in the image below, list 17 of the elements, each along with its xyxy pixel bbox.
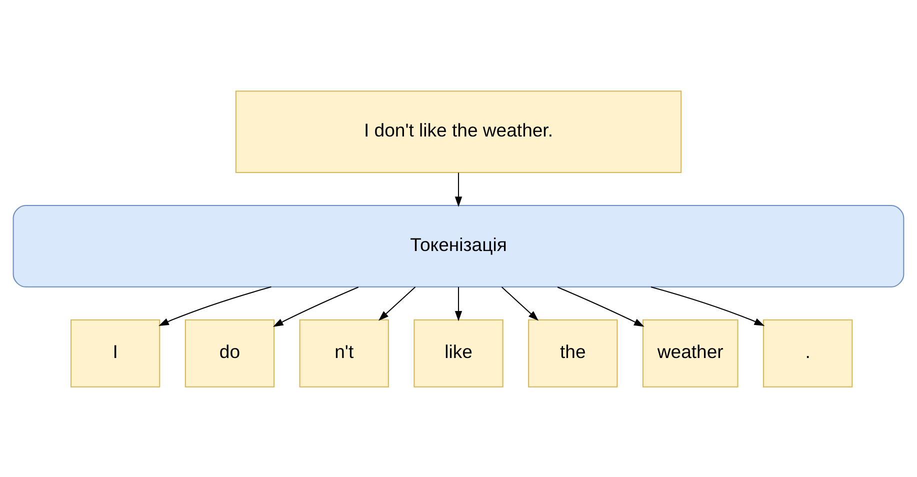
arrow	[501, 286, 539, 320]
node-box: the	[528, 318, 618, 387]
arrow	[378, 286, 416, 320]
arrow	[158, 286, 272, 326]
node-box: .	[763, 318, 853, 387]
arrow	[272, 286, 359, 326]
node-box: I	[70, 318, 160, 387]
node-box: Токенізація	[12, 204, 904, 287]
arrow	[454, 286, 462, 321]
node-box: like	[414, 318, 504, 387]
arrow	[557, 286, 644, 326]
node-box: weather	[642, 318, 738, 387]
arrow	[650, 286, 765, 326]
node-box: n't	[299, 318, 389, 387]
arrow	[454, 172, 462, 206]
node-box: I don't like the weather.	[235, 90, 682, 173]
node-box: do	[184, 318, 275, 387]
